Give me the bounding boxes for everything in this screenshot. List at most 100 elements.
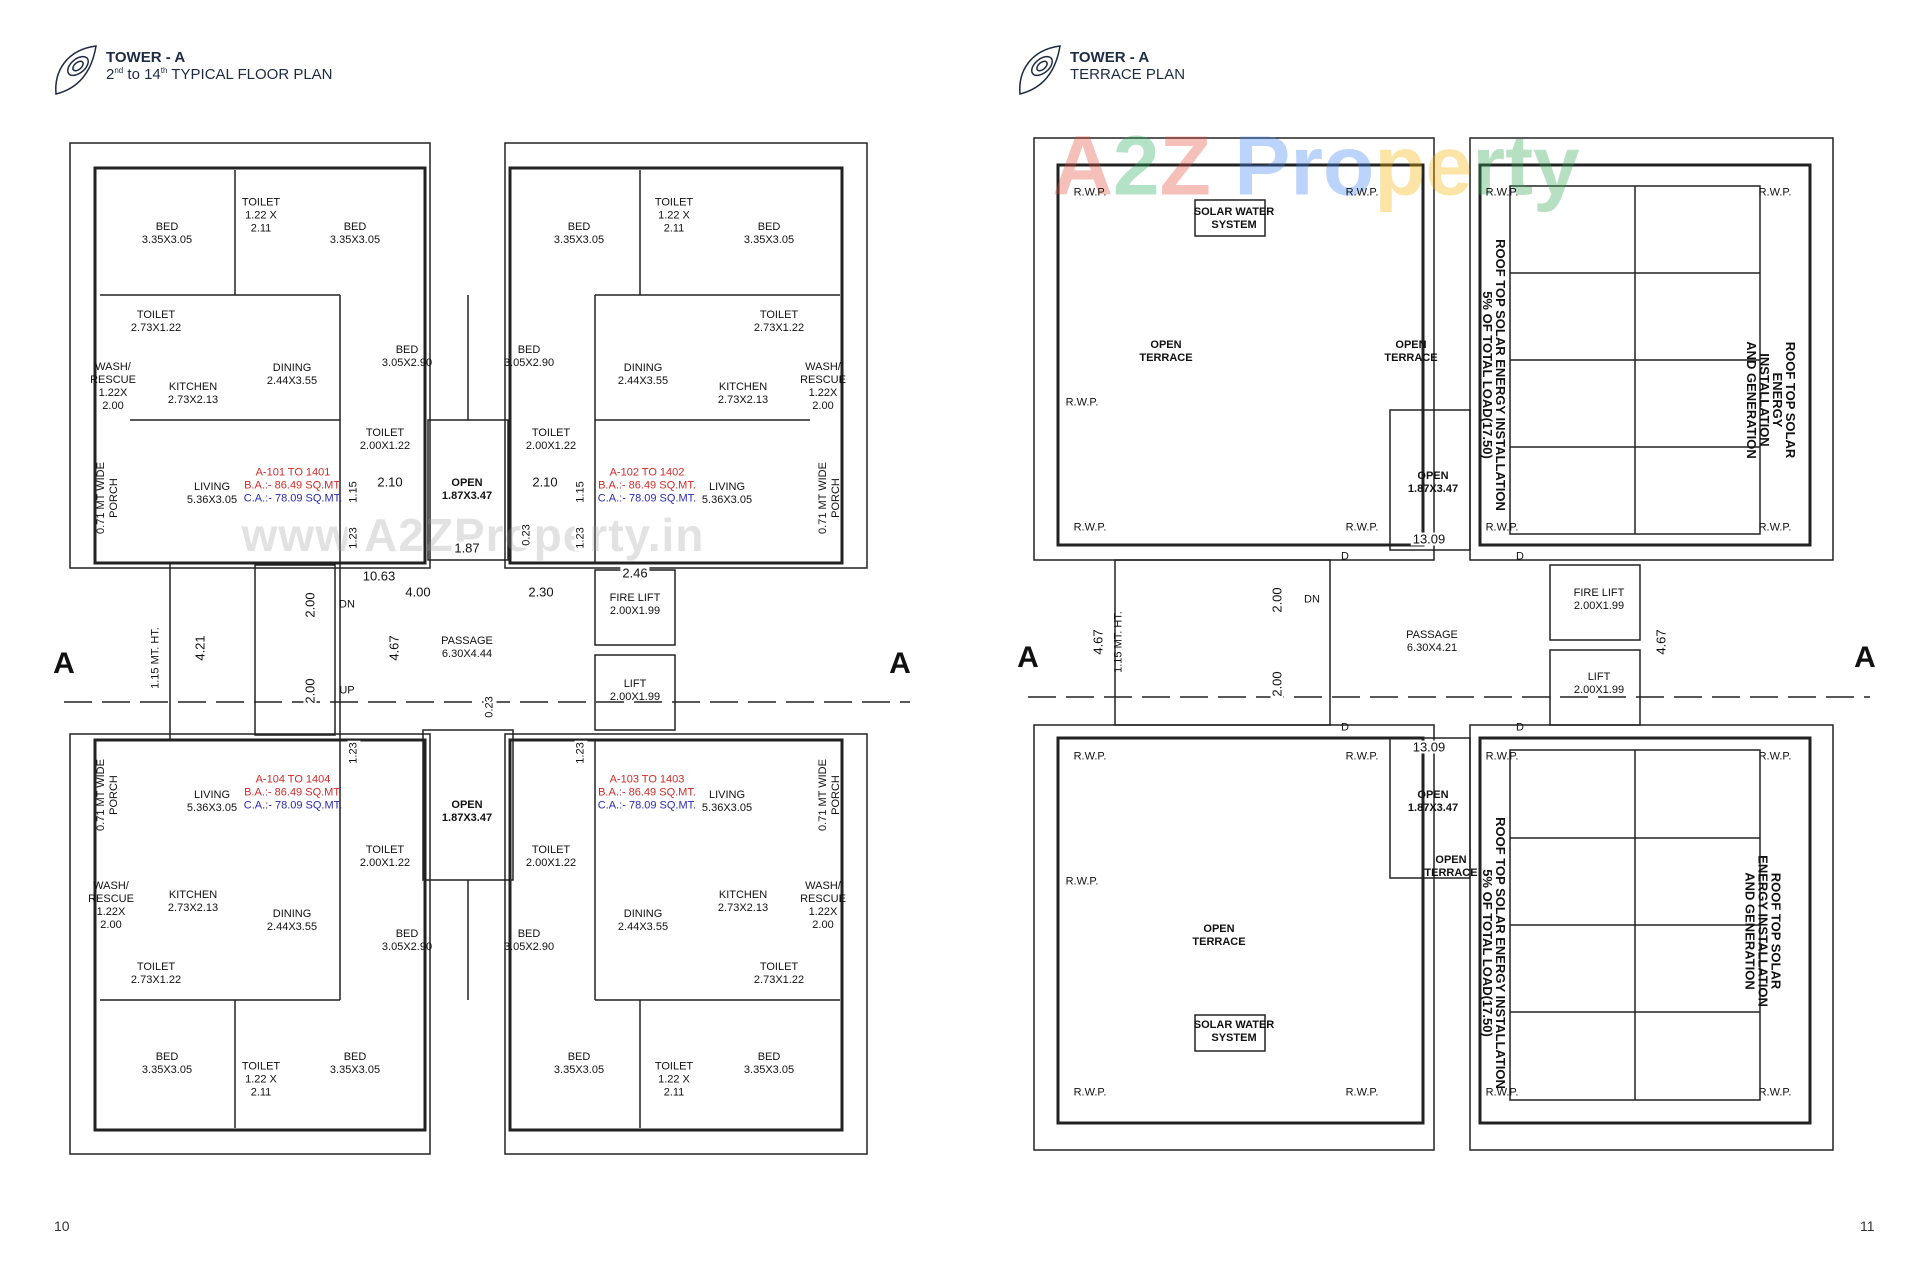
room-toilet: TOILET 2.73X1.22 — [130, 961, 182, 986]
stair-height: 1.15 MT. HT. — [1112, 611, 1125, 673]
room-passage: PASSAGE 6.30X4.44 — [441, 635, 493, 660]
section-marker: A — [1017, 641, 1039, 674]
room-living: LIVING 5.36X3.05 — [701, 481, 753, 506]
rain-water-pipe: R.W.P. — [1073, 521, 1107, 534]
open-shaft: OPEN 1.87X3.47 — [441, 477, 493, 502]
room-bed: BED 3.05X2.90 — [381, 928, 433, 953]
rain-water-pipe: R.W.P. — [1758, 1086, 1792, 1099]
porch: 0.71 MT WIDE PORCH — [95, 759, 120, 831]
room-passage: PASSAGE 6.30X4.21 — [1406, 629, 1458, 654]
stair-height: 1.15 MT. HT. — [149, 627, 162, 689]
page-number: 10 — [54, 1218, 70, 1234]
dimension: 2.00 — [302, 676, 318, 706]
dimension: 0.23 — [483, 694, 497, 720]
dimension: 13.09 — [1410, 531, 1448, 547]
watermark-letter: r — [1472, 118, 1506, 213]
room-bed: BED 3.35X3.05 — [141, 221, 193, 246]
rain-water-pipe: R.W.P. — [1758, 521, 1792, 534]
room-toilet: TOILET 2.00X1.22 — [525, 427, 577, 452]
room-toilet: TOILET 2.73X1.22 — [753, 961, 805, 986]
room-toilet: TOILET 1.22 X 2.11 — [241, 1060, 281, 1099]
watermark-letter: o — [1323, 118, 1375, 213]
dimension: 2.00 — [1269, 669, 1285, 699]
room-wash: WASH/ RESCUE 1.22X 2.00 — [800, 880, 846, 931]
porch: 0.71 MT WIDE PORCH — [817, 462, 842, 534]
dimension: 2.00 — [1269, 585, 1285, 615]
room-dining: DINING 2.44X3.55 — [617, 908, 669, 933]
room-toilet: TOILET 2.00X1.22 — [359, 427, 411, 452]
terrace-plan-walls — [1028, 137, 1870, 1151]
room-living: LIVING 5.36X3.05 — [186, 481, 238, 506]
room-bed: BED 3.35X3.05 — [329, 221, 381, 246]
dimension: 1.23 — [574, 525, 588, 551]
stair-down: DN — [339, 598, 355, 611]
room-toilet: TOILET 2.00X1.22 — [359, 844, 411, 869]
door: D — [1516, 550, 1524, 563]
rain-water-pipe: R.W.P. — [1345, 750, 1379, 763]
dimension: 1.23 — [347, 740, 361, 766]
door: D — [1341, 550, 1349, 563]
room-toilet: TOILET 1.22 X 2.11 — [654, 1060, 694, 1099]
room-bed: BED 3.05X2.90 — [503, 928, 555, 953]
room-living: LIVING 5.36X3.05 — [701, 789, 753, 814]
roof-solar-installation: ROOF TOP SOLAR ENERGY INSTALLATION 5% OF… — [1480, 239, 1508, 511]
room-bed: BED 3.05X2.90 — [381, 344, 433, 369]
room-bed: BED 3.35X3.05 — [743, 221, 795, 246]
section-marker: A — [889, 647, 911, 680]
rain-water-pipe: R.W.P. — [1345, 1086, 1379, 1099]
room-bed: BED 3.35X3.05 — [743, 1051, 795, 1076]
dimension: 2.10 — [375, 474, 405, 490]
rain-water-pipe: R.W.P. — [1758, 750, 1792, 763]
dimension: 4.21 — [192, 633, 208, 663]
open-shaft: OPEN 1.87X3.47 — [1407, 470, 1459, 495]
brand-logo-icon — [1019, 45, 1061, 95]
dimension: 1.15 — [574, 479, 588, 505]
room-bed: BED 3.35X3.05 — [553, 221, 605, 246]
rain-water-pipe: R.W.P. — [1485, 186, 1519, 199]
rain-water-pipe: R.W.P. — [1485, 1086, 1519, 1099]
solar-water-system: SOLAR WATER SYSTEM — [1193, 206, 1275, 231]
dimension: 4.67 — [1653, 627, 1669, 657]
open-terrace: OPEN TERRACE — [1384, 339, 1438, 364]
dimension: 1.23 — [347, 525, 361, 551]
dimension: 1.15 — [347, 479, 361, 505]
door: D — [1516, 721, 1524, 734]
stair-up: UP — [339, 684, 355, 697]
tower-title: TOWER - A — [1070, 49, 1150, 66]
room-bed: BED 3.05X2.90 — [503, 344, 555, 369]
lift: LIFT 2.00X1.99 — [1573, 671, 1625, 696]
roof-solar-installation: ROOF TOP SOLAR ENERGY INSTALLATION 5% OF… — [1480, 817, 1508, 1089]
watermark-letter: p — [1374, 118, 1426, 213]
dimension: 4.67 — [386, 633, 402, 663]
rain-water-pipe: R.W.P. — [1065, 396, 1099, 409]
room-toilet: TOILET 1.22 X 2.11 — [241, 196, 281, 235]
section-marker: A — [1854, 641, 1876, 674]
solar-water-system: SOLAR WATER SYSTEM — [1193, 1019, 1275, 1044]
dimension: 2.00 — [302, 590, 318, 620]
room-toilet: TOILET 2.73X1.22 — [130, 309, 182, 334]
room-toilet: TOILET 1.22 X 2.11 — [654, 196, 694, 235]
open-shaft: OPEN 1.87X3.47 — [441, 799, 493, 824]
dimension: 1.87 — [452, 540, 482, 556]
dimension: 1.23 — [574, 740, 588, 766]
room-kitchen: KITCHEN 2.73X2.13 — [167, 381, 219, 406]
room-dining: DINING 2.44X3.55 — [266, 362, 318, 387]
open-terrace: OPEN TERRACE — [1424, 854, 1478, 879]
dimension: 4.00 — [403, 584, 433, 600]
dimension: 0.23 — [520, 522, 534, 548]
room-wash: WASH/ RESCUE 1.22X 2.00 — [90, 361, 136, 412]
brand-logo-icon — [55, 45, 97, 95]
watermark-logo: A2Z Property — [1052, 118, 1580, 215]
stair-down: DN — [1304, 593, 1320, 606]
fire-lift: FIRE LIFT 2.00X1.99 — [1573, 587, 1625, 612]
room-dining: DINING 2.44X3.55 — [266, 908, 318, 933]
watermark-letter: e — [1425, 118, 1473, 213]
typical-floor-plan-walls — [64, 142, 910, 1155]
open-shaft: OPEN 1.87X3.47 — [1407, 789, 1459, 814]
rain-water-pipe: R.W.P. — [1485, 750, 1519, 763]
roof-solar-generation: ROOF TOP SOLAR ENERGY INSTALLATION AND G… — [1744, 341, 1798, 459]
